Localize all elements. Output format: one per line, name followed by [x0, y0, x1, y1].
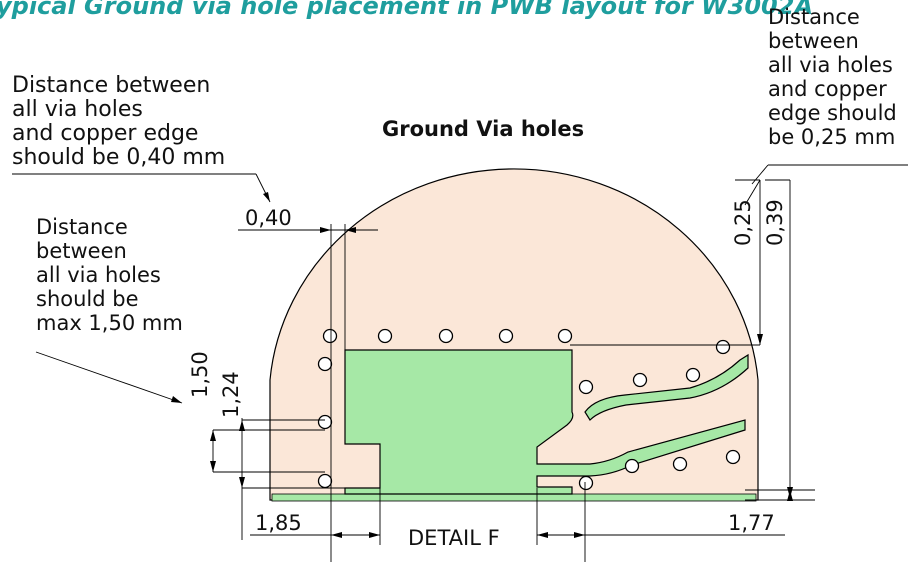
- edge-040-note: Distance between: [12, 73, 210, 98]
- via-hole: [498, 328, 514, 344]
- via-hole: [624, 458, 640, 474]
- dim-1-50: 1,50: [188, 351, 212, 398]
- dim-0-40: 0,40: [245, 206, 292, 230]
- rf-trace-upper: [584, 353, 749, 421]
- max-150-note: between: [36, 239, 127, 263]
- via-hole: [377, 328, 393, 344]
- via-hole: [578, 379, 594, 395]
- via-hole: [322, 328, 338, 344]
- edge-040-note: should be 0,40 mm: [12, 145, 225, 170]
- edge-025-note: Distance: [768, 5, 860, 29]
- via-hole: [672, 456, 688, 472]
- max-150-note: all via holes: [36, 263, 161, 287]
- edge-025-note: between: [768, 29, 859, 53]
- via-hole: [438, 328, 454, 344]
- via-hole: [317, 473, 333, 489]
- edge-025-note: all via holes: [768, 53, 893, 77]
- via-hole: [715, 339, 731, 355]
- max-150-note: max 1,50 mm: [36, 311, 183, 335]
- via-hole: [685, 367, 701, 383]
- edge-040-note: and copper edge: [12, 121, 198, 146]
- copper-bottom-strip: [271, 493, 757, 502]
- max-150-note: should be: [36, 287, 139, 311]
- dimension-lines: [12, 164, 908, 562]
- drawing-title: ypical Ground via hole placement in PWB …: [0, 0, 813, 20]
- via-hole: [578, 475, 594, 491]
- ground-via-holes-label: Ground Via holes: [382, 117, 584, 141]
- ground-via-holes: [317, 328, 741, 491]
- detail-f-label: DETAIL F: [408, 526, 500, 550]
- via-hole: [317, 356, 333, 372]
- edge-025-note: and copper: [768, 77, 887, 101]
- ground-main-pad: [344, 349, 746, 495]
- dim-1-85: 1,85: [255, 511, 302, 535]
- dim-0-25: 0,25: [731, 199, 755, 246]
- edge-025-note: edge should: [768, 101, 897, 125]
- dim-1-24: 1,24: [219, 371, 243, 418]
- via-hole: [632, 372, 648, 388]
- edge-025-note: be 0,25 mm: [768, 125, 895, 149]
- via-hole: [557, 328, 573, 344]
- via-hole: [317, 414, 333, 430]
- dim-1-77: 1,77: [728, 511, 775, 535]
- max-150-note: Distance: [36, 215, 128, 239]
- via-hole: [725, 449, 741, 465]
- dim-0-39: 0,39: [763, 199, 787, 246]
- edge-040-note: all via holes: [12, 97, 143, 122]
